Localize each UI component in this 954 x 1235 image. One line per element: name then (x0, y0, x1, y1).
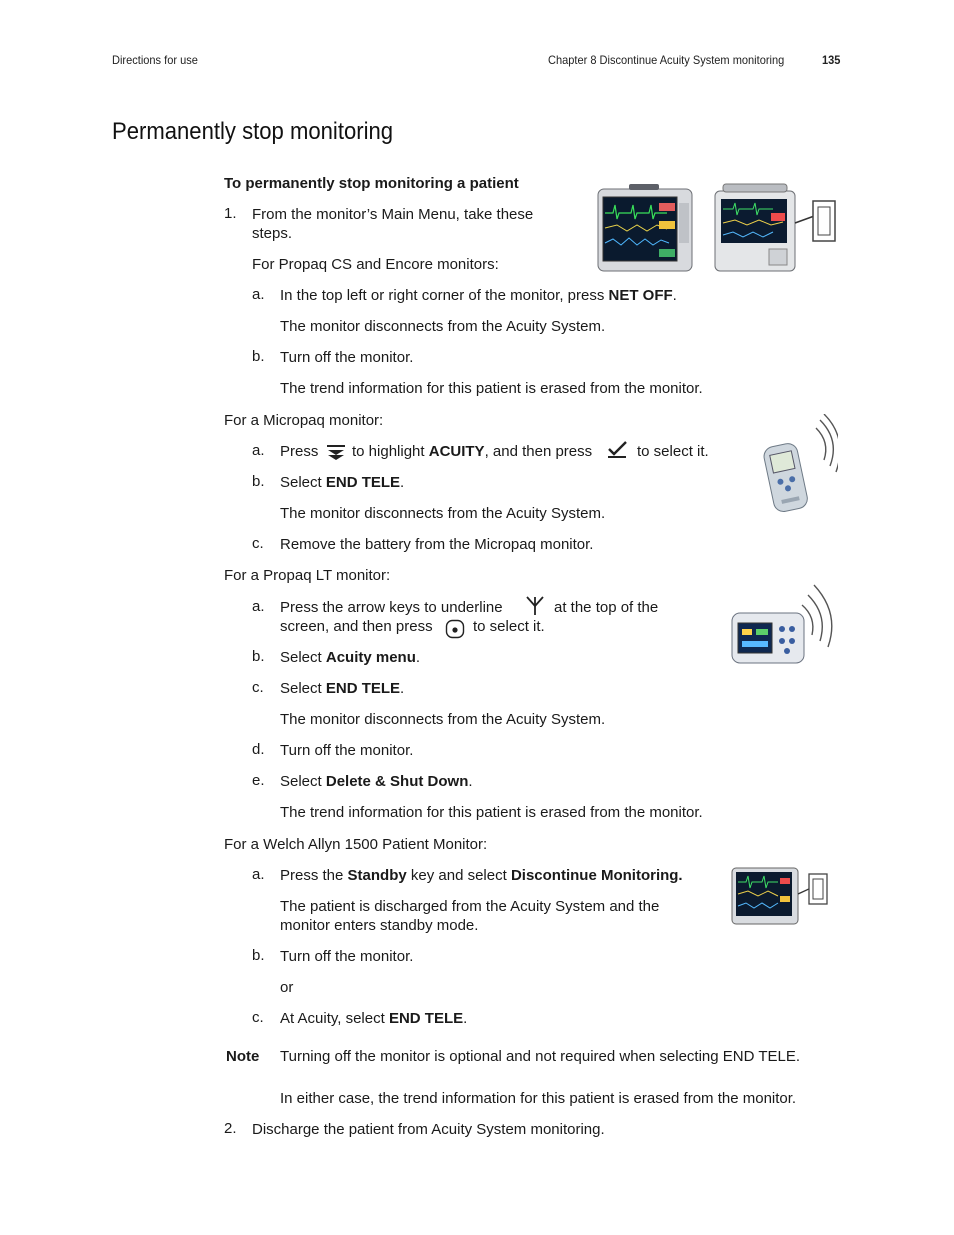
wa1500-intro: For a Welch Allyn 1500 Patient Monitor: (224, 836, 488, 853)
propaq-cs-intro: For Propaq CS and Encore monitors: (252, 256, 499, 273)
double-down-arrow-icon (327, 445, 345, 460)
step-text-cont: steps. (252, 225, 293, 242)
discontinue-monitoring-option: Discontinue Monitoring. (510, 867, 683, 884)
running-header-left: Directions for use (112, 53, 198, 67)
lt-step-e-result: The trend information for this patient i… (280, 804, 703, 821)
lt-step-c: Select END TELE. (280, 680, 405, 697)
sub-letter: a. (252, 866, 265, 883)
lt-step-e: Select Delete & Shut Down. (280, 773, 473, 790)
select-button-icon (445, 619, 465, 639)
welch-allyn-1500-monitor-image (731, 867, 828, 925)
sub-letter: c. (252, 679, 264, 696)
propaq-cs-monitor-image (597, 184, 693, 272)
wa-step-a: Press the Standby key and select Discont… (280, 867, 683, 884)
checkmark-icon (608, 441, 627, 458)
micropaq-device-image (763, 414, 838, 513)
procedure-heading: To permanently stop monitoring a patient (224, 175, 519, 192)
cs-step-b: Turn off the monitor. (280, 349, 414, 366)
page-title: Permanently stop monitoring (112, 118, 394, 145)
cs-step-a: In the top left or right corner of the m… (280, 287, 677, 304)
mp-step-b: Select END TELE. (280, 474, 405, 491)
mp-step-c: Remove the battery from the Micropaq mon… (280, 536, 594, 553)
note-followup: In either case, the trend information fo… (280, 1090, 797, 1107)
sub-letter: c. (252, 1009, 264, 1026)
mp-step-b-result: The monitor disconnects from the Acuity … (280, 505, 606, 522)
wa-step-a-result: The patient is discharged from the Acuit… (280, 898, 660, 915)
standby-key: Standby (347, 867, 407, 884)
micropaq-intro: For a Micropaq monitor: (224, 412, 384, 429)
sub-letter: b. (252, 648, 265, 665)
step-text: From the monitor’s Main Menu, take these (252, 206, 534, 223)
sub-letter: e. (252, 772, 265, 789)
note-text: Turning off the monitor is optional and … (280, 1048, 801, 1065)
step-number: 1. (224, 205, 237, 222)
wa-step-b: Turn off the monitor. (280, 948, 414, 965)
sub-letter: d. (252, 741, 265, 758)
net-off-key: NET OFF (608, 287, 673, 304)
note-label: Note (226, 1048, 260, 1065)
end-tele-option: END TELE (325, 474, 401, 491)
page-number: 135 (822, 53, 841, 67)
lt-step-a-1: Press the arrow keys to underline (280, 599, 503, 616)
sub-letter: c. (252, 535, 264, 552)
lt-step-d: Turn off the monitor. (280, 742, 414, 759)
wa-or: or (280, 979, 294, 996)
lt-step-b: Select Acuity menu. (280, 649, 421, 666)
end-tele-option: END TELE (388, 1010, 464, 1027)
cs-step-b-result: The trend information for this patient i… (280, 380, 703, 397)
mp-step-a-2: to highlight ACUITY, and then press (352, 443, 593, 460)
propaq-lt-intro: For a Propaq LT monitor: (224, 567, 391, 584)
acuity-menu-item: ACUITY (428, 443, 485, 460)
sub-letter: b. (252, 473, 265, 490)
sub-letter: a. (252, 442, 265, 459)
lt-step-c-result: The monitor disconnects from the Acuity … (280, 711, 606, 728)
lt-step-a-4: to select it. (473, 618, 545, 635)
wa-step-c: At Acuity, select END TELE. (280, 1010, 468, 1027)
lt-step-a-2: at the top of the (554, 599, 659, 616)
wa-step-a-result-cont: monitor enters standby mode. (280, 917, 479, 934)
acuity-menu-option: Acuity menu (325, 649, 416, 666)
sub-letter: a. (252, 286, 265, 303)
cs-step-a-result: The monitor disconnects from the Acuity … (280, 318, 606, 335)
delete-shut-down-option: Delete & Shut Down (325, 773, 469, 790)
propaq-lt-device-image (731, 584, 833, 664)
sub-letter: b. (252, 947, 265, 964)
running-header-chapter: Chapter 8 Discontinue Acuity System moni… (548, 53, 785, 67)
sub-letter: b. (252, 348, 265, 365)
step-number: 2. (224, 1120, 237, 1137)
sub-letter: a. (252, 598, 265, 615)
end-tele-option: END TELE (325, 680, 401, 697)
encore-monitor-image (714, 183, 836, 272)
antenna-icon (526, 596, 544, 615)
mp-step-a-4: to select it. (637, 443, 709, 460)
mp-step-a-1: Press (280, 443, 319, 460)
step-text: Discharge the patient from Acuity System… (252, 1121, 605, 1138)
lt-step-a-3: screen, and then press (280, 618, 433, 635)
